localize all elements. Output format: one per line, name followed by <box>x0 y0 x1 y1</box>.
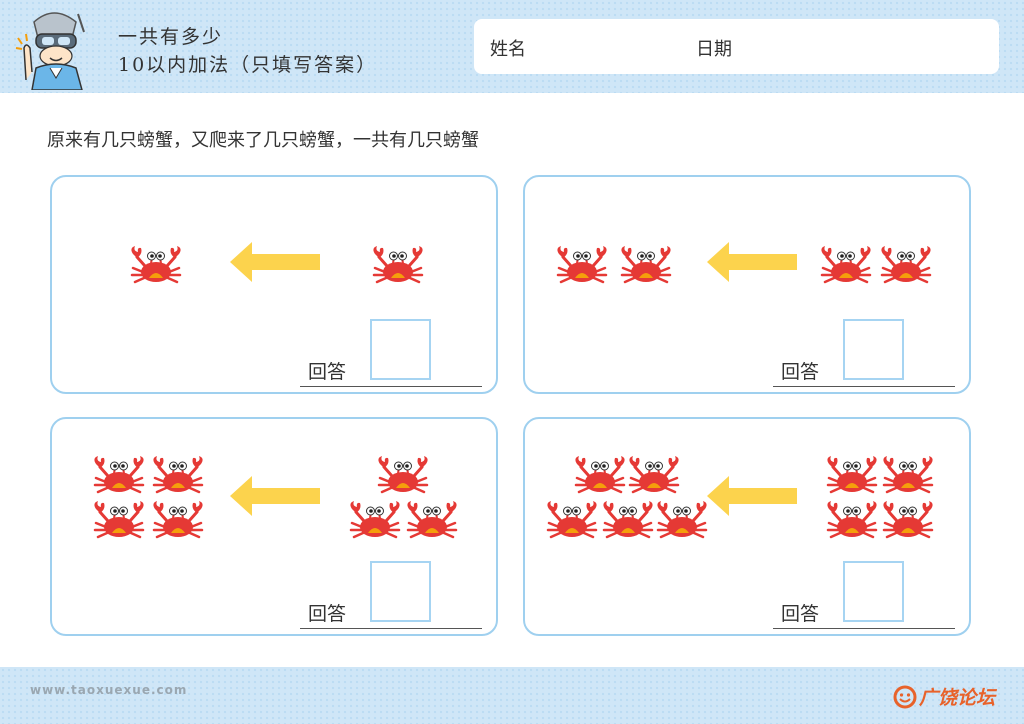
robot-mascot-icon <box>15 12 85 90</box>
crab-icon <box>149 499 207 539</box>
arrow-left-icon <box>707 240 797 284</box>
answer-label: 回答 <box>781 603 820 625</box>
problem-card-2: 回答 <box>523 175 971 394</box>
crab-icon <box>369 244 427 284</box>
problem-card-1: 回答 <box>50 175 498 394</box>
arrow-left-icon <box>230 474 320 518</box>
logo-text: 广饶论坛 <box>919 687 996 709</box>
name-date-box: 姓名 日期 <box>474 19 999 74</box>
answer-label: 回答 <box>308 361 347 383</box>
answer-box[interactable] <box>370 561 431 622</box>
worksheet-subtitle: 10以内加法（只填写答案） <box>118 54 378 76</box>
site-url: www.taoxuexue.com <box>30 683 188 697</box>
crab-icon <box>617 244 675 284</box>
crab-icon <box>90 454 148 494</box>
answer-label: 回答 <box>308 603 347 625</box>
answer-line <box>300 628 482 629</box>
crab-icon <box>127 244 185 284</box>
answer-box[interactable] <box>370 319 431 380</box>
answer-box[interactable] <box>843 319 904 380</box>
crab-icon <box>625 454 683 494</box>
crab-icon <box>879 499 937 539</box>
crab-icon <box>823 454 881 494</box>
answer-line <box>773 386 955 387</box>
crab-icon <box>823 499 881 539</box>
crab-icon <box>90 499 148 539</box>
name-label: 姓名 <box>490 39 526 60</box>
header-banner: 一共有多少 10以内加法（只填写答案） 姓名 日期 <box>0 0 1024 93</box>
smiley-logo-icon <box>893 685 917 709</box>
answer-label: 回答 <box>781 361 820 383</box>
answer-line <box>773 628 955 629</box>
crab-icon <box>346 499 404 539</box>
crab-icon <box>403 499 461 539</box>
instruction-text: 原来有几只螃蟹，又爬来了几只螃蟹，一共有几只螃蟹 <box>47 130 479 151</box>
arrow-left-icon <box>707 474 797 518</box>
crab-icon <box>571 454 629 494</box>
answer-line <box>300 386 482 387</box>
problem-card-3: 回答 <box>50 417 498 636</box>
forum-logo: 广饶论坛 <box>893 679 1023 713</box>
crab-icon <box>553 244 611 284</box>
crab-icon <box>149 454 207 494</box>
date-label: 日期 <box>696 39 732 60</box>
crab-icon <box>817 244 875 284</box>
crab-icon <box>877 244 935 284</box>
problem-card-4: 回答 <box>523 417 971 636</box>
answer-box[interactable] <box>843 561 904 622</box>
footer-banner: www.taoxuexue.com 广饶论坛 <box>0 667 1024 724</box>
crab-icon <box>879 454 937 494</box>
crab-icon <box>374 454 432 494</box>
arrow-left-icon <box>230 240 320 284</box>
crab-icon <box>653 499 711 539</box>
crab-icon <box>543 499 601 539</box>
worksheet-title: 一共有多少 <box>118 26 224 48</box>
crab-icon <box>599 499 657 539</box>
